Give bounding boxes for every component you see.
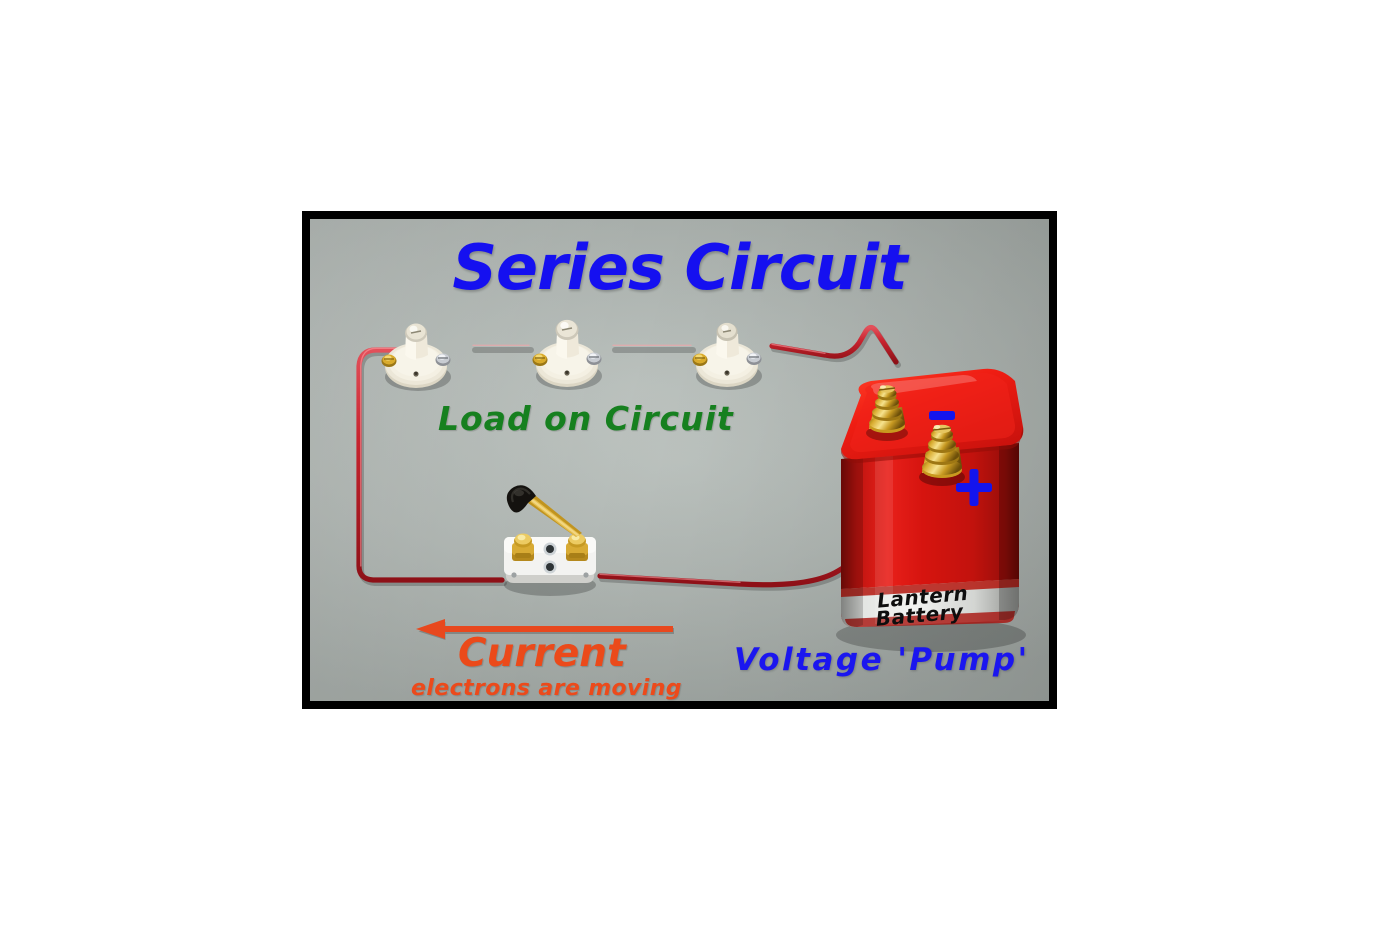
- current-label: Current: [458, 631, 626, 676]
- voltage-pump-label: Voltage 'Pump': [734, 642, 1030, 678]
- load-on-circuit-label: Load on Circuit: [438, 399, 734, 438]
- knife-switch[interactable]: [490, 481, 610, 601]
- negative-polarity-symbol: [929, 411, 955, 420]
- page-title: Series Circuit: [452, 231, 907, 304]
- lamp-socket-3[interactable]: [687, 310, 767, 394]
- lamp-socket-2[interactable]: [527, 310, 607, 394]
- circuit-photo-frame: Series Circuit: [302, 211, 1057, 709]
- lantern-battery[interactable]: Lantern Battery: [823, 367, 1033, 657]
- lamp-socket-1[interactable]: [376, 311, 456, 395]
- positive-polarity-symbol: [956, 469, 992, 506]
- electrons-are-moving-label: electrons are moving: [411, 676, 682, 701]
- current-direction-arrow: [414, 618, 676, 644]
